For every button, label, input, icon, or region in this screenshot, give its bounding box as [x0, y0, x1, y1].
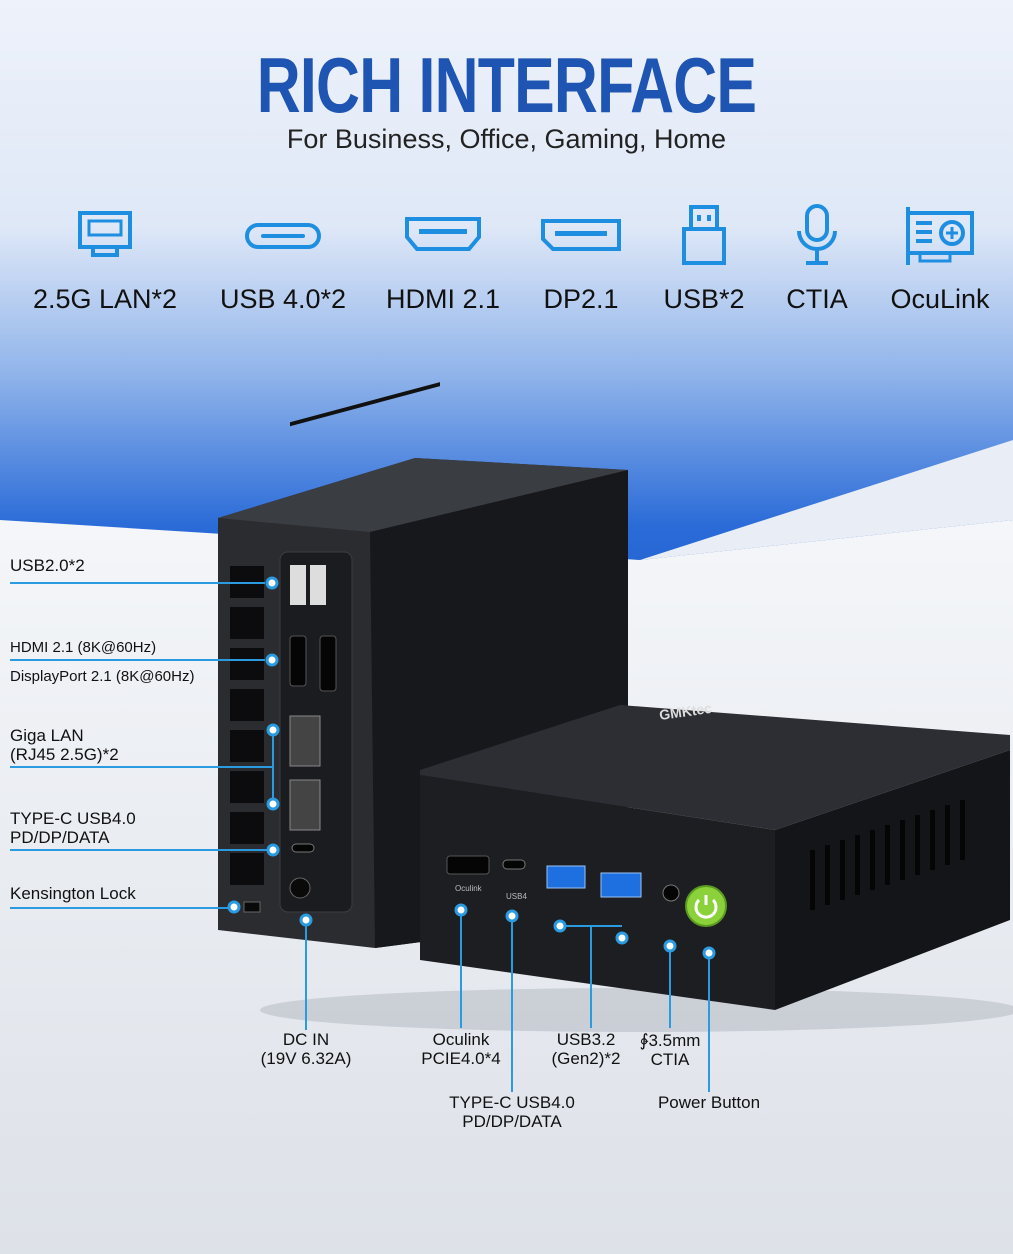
oculink-port: [446, 855, 490, 875]
oculink-port-label: Oculink: [455, 884, 483, 893]
callout-lines: [10, 582, 710, 1092]
callout-displayport: DisplayPort 2.1 (8K@60Hz): [10, 668, 195, 685]
usb-a-plug-icon: [682, 205, 726, 265]
vertical-unit-top: [218, 458, 628, 532]
feature-oculink: OcuLink: [860, 200, 1013, 315]
callout-ctia: ∲3.5mm CTIA: [639, 1031, 701, 1069]
microphone-icon: [797, 204, 837, 265]
callout-usb4-rear: TYPE-C USB4.0 PD/DP/DATA: [10, 809, 136, 847]
power-button: [685, 885, 727, 927]
ethernet-port-icon: [78, 211, 132, 257]
usb4-port: [502, 859, 526, 870]
feature-usb: USB*2: [624, 200, 784, 315]
displayport-icon: [541, 219, 621, 251]
usb2-port: [310, 565, 326, 605]
hdmi-port-icon: [405, 217, 481, 251]
callout-oculink: Oculink PCIE4.0*4: [421, 1030, 501, 1068]
flat-unit-top: [420, 705, 1010, 830]
flat-unit-side: [775, 750, 1010, 1010]
top-vent: [290, 382, 440, 427]
feature-label: 2.5G LAN*2: [32, 284, 178, 314]
feature-hdmi: HDMI 2.1: [363, 200, 523, 315]
brand-logo: GMKtec: [658, 700, 713, 723]
callout-usb3: USB3.2 (Gen2)*2: [551, 1030, 621, 1068]
usb4-port: [291, 843, 315, 853]
feature-ctia: CTIA: [737, 200, 897, 315]
usb-c-port-icon: [245, 223, 321, 249]
side-vents: [810, 800, 965, 910]
callout-usb4-front: TYPE-C USB4.0 PD/DP/DATA: [449, 1093, 575, 1131]
displayport-port: [319, 635, 337, 692]
usb3-port: [600, 872, 642, 898]
feature-label: HDMI 2.1: [385, 284, 501, 314]
usb2-port: [290, 565, 306, 605]
feature-label: USB*2: [663, 284, 745, 314]
callout-lan: Giga LAN (RJ45 2.5G)*2: [10, 726, 119, 764]
graphics-card-icon: [906, 207, 974, 265]
power-icon: [694, 895, 718, 919]
usb4-port-label: USB4: [506, 892, 527, 901]
audio-jack: [662, 884, 680, 902]
callout-usb2: USB2.0*2: [10, 556, 85, 575]
flat-unit-front: [420, 775, 775, 1010]
callout-dots: [227, 576, 716, 960]
feature-dp: DP2.1: [501, 200, 661, 315]
feature-usb4: USB 4.0*2: [203, 200, 363, 315]
feature-lan: 2.5G LAN*2: [25, 200, 185, 315]
feature-label: DP2.1: [543, 284, 619, 314]
kensington-slot: [243, 901, 261, 913]
hdmi-port: [289, 635, 307, 687]
feature-label: USB 4.0*2: [219, 284, 347, 314]
lan-port: [289, 779, 321, 831]
page-title: RICH INTERFACE: [256, 41, 757, 129]
callout-dc-in: DC IN (19V 6.32A): [260, 1030, 352, 1068]
usb3-port: [546, 865, 586, 889]
feature-label: OcuLink: [890, 284, 990, 314]
dc-in-port: [289, 877, 311, 899]
callout-hdmi: HDMI 2.1 (8K@60Hz): [10, 639, 157, 656]
feature-label: CTIA: [786, 284, 848, 314]
callout-power-button: Power Button: [657, 1093, 761, 1112]
lan-port: [289, 715, 321, 767]
page-subtitle: For Business, Office, Gaming, Home: [286, 124, 727, 154]
callout-kensington: Kensington Lock: [10, 884, 136, 903]
